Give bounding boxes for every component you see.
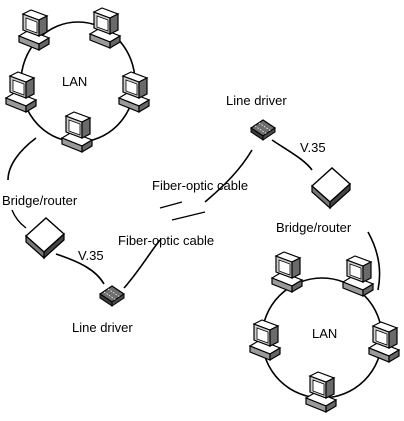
workstation-icon xyxy=(249,319,281,361)
workstation-icon xyxy=(89,7,121,49)
bridge-router-icon-right xyxy=(311,167,351,209)
workstation-icon xyxy=(271,251,303,293)
workstation-icon xyxy=(118,71,150,113)
workstation-icon xyxy=(368,321,400,363)
link-lan-to-bridge-left xyxy=(7,137,37,181)
workstation-icon xyxy=(61,111,93,153)
lan-label-bottom: LAN xyxy=(312,326,337,341)
v35-link-right xyxy=(271,139,313,171)
v35-link-left xyxy=(55,253,105,285)
fiber-optic-label-lower: Fiber-optic cable xyxy=(118,233,214,248)
fiber-optic-link xyxy=(123,239,161,289)
workstation-icon xyxy=(5,71,37,113)
v35-label-left: V.35 xyxy=(78,248,104,263)
lan-label-top: LAN xyxy=(62,74,87,89)
line-driver-label-right: Line driver xyxy=(226,93,287,108)
fiber-optic-label-upper: Fiber-optic cable xyxy=(152,178,248,193)
fiber-break-upper xyxy=(159,201,183,209)
bridge-router-icon-left xyxy=(25,217,65,259)
link-bridge-to-lan-right xyxy=(367,231,381,291)
line-driver-icon-left xyxy=(99,285,125,307)
fiber-break-lower xyxy=(171,211,206,221)
workstation-icon xyxy=(18,9,50,51)
bridge-router-label-right: Bridge/router xyxy=(276,220,352,235)
v35-label-right: V.35 xyxy=(300,140,326,155)
workstation-icon xyxy=(342,255,374,297)
line-driver-icon-right xyxy=(250,119,276,141)
fiber-optic-link-upper xyxy=(204,149,253,203)
link-bridge-label-to-box xyxy=(11,209,27,229)
bridge-router-label-left: Bridge/router xyxy=(2,193,78,208)
line-driver-label-left: Line driver xyxy=(72,320,133,335)
workstation-icon xyxy=(305,371,337,413)
